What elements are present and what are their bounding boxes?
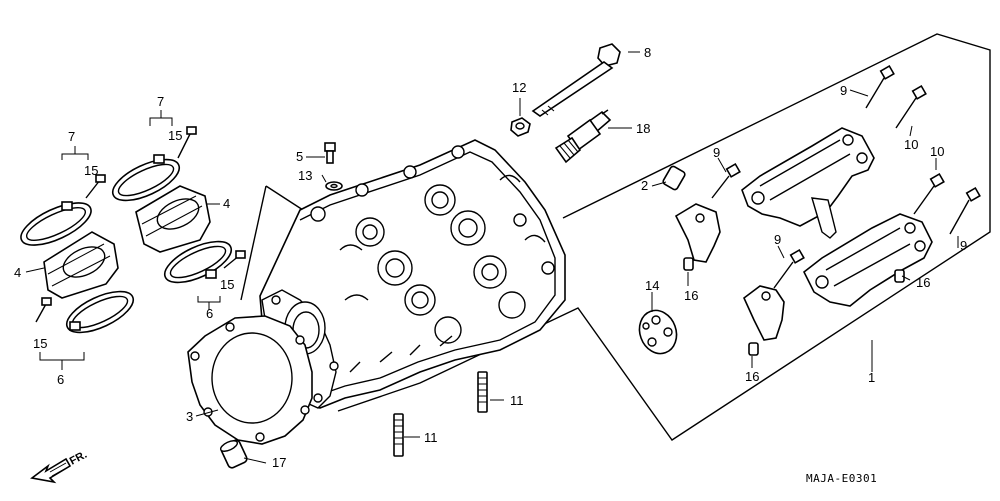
callout-bracket-7-upper — [149, 110, 173, 126]
callout-10-upper: 10 — [904, 137, 918, 152]
clamp-screw-left — [85, 174, 106, 199]
callout-17: 17 — [272, 455, 286, 470]
callout-9-right: 9 — [960, 238, 967, 253]
cylinder-head-gasket — [187, 315, 313, 445]
cam-holder-dowel — [662, 165, 686, 191]
callout-16-lower: 16 — [745, 369, 759, 384]
callout-18: 18 — [636, 121, 650, 136]
callout-bracket-7-left — [61, 146, 89, 160]
intake-band-clamp-upper — [111, 154, 181, 202]
callout-10-lower: 10 — [930, 144, 944, 159]
cylinder-head-long-bolt — [531, 43, 621, 117]
front-direction-arrow: FR. — [30, 449, 89, 484]
front-indicator-label: FR. — [68, 449, 89, 468]
callout-4-upper: 4 — [223, 196, 230, 211]
cam-holder-dowel-a — [683, 257, 694, 271]
group-outline-camshaft-assembly — [337, 33, 991, 441]
cam-sprocket-plug — [638, 309, 678, 355]
callout-6-left: 6 — [57, 372, 64, 387]
callout-15-middle: 15 — [220, 277, 234, 292]
sealing-washer — [325, 181, 343, 191]
clamp-screw-upper — [177, 126, 197, 159]
callout-12: 12 — [512, 80, 526, 95]
intake-band-clamp-middle — [163, 240, 233, 284]
callout-numbers: 1 2 3 4 4 5 6 6 7 7 8 9 9 9 9 10 10 11 1… — [14, 45, 967, 470]
callout-16-left: 16 — [684, 288, 698, 303]
cam-holder-dowel-b — [748, 342, 759, 356]
callout-7-left: 7 — [68, 129, 75, 144]
intake-band-clamp-left — [20, 201, 92, 246]
cam-holder-bolt-10b — [913, 172, 945, 215]
callout-13: 13 — [298, 168, 312, 183]
callout-2: 2 — [641, 178, 648, 193]
bolt-washer — [510, 117, 531, 137]
callout-11-lower: 11 — [424, 430, 438, 445]
cam-holder-bolt-9b — [711, 162, 741, 199]
cam-holder-bolt-9c — [949, 186, 981, 235]
clamp-screw-middle — [223, 250, 246, 269]
cam-holder-small-lower — [743, 285, 785, 341]
callout-15-left: 15 — [84, 163, 98, 178]
clamp-screw-lower — [35, 297, 52, 323]
cam-holder-bolt-9a — [865, 64, 895, 109]
cam-holder-dowel-c — [894, 269, 905, 283]
callout-9-lower: 9 — [774, 232, 781, 247]
callout-16-right: 16 — [916, 275, 930, 290]
flange-bolt-head — [324, 142, 336, 164]
intake-insulator-upper — [135, 185, 211, 253]
callout-11-upper: 11 — [510, 393, 524, 408]
diagram-code: MAJA-E0301 — [806, 472, 877, 485]
cam-holder-lower — [802, 213, 933, 307]
leader-lines — [25, 51, 959, 464]
callout-9-middle: 9 — [713, 145, 720, 160]
callout-5: 5 — [296, 149, 303, 164]
intake-band-clamp-lower — [65, 290, 135, 334]
dowel-pin — [219, 439, 248, 469]
spark-plug — [554, 109, 612, 164]
callout-7-upper: 7 — [157, 94, 164, 109]
callout-bracket-6-upper — [197, 296, 221, 310]
callout-9-top: 9 — [840, 83, 847, 98]
callout-15-lower: 15 — [33, 336, 47, 351]
cam-holder-small-upper — [674, 203, 721, 263]
callout-8: 8 — [644, 45, 651, 60]
stud-bolt-upper — [477, 371, 488, 413]
callout-6-upper: 6 — [206, 306, 213, 321]
callout-bracket-6-left — [39, 352, 85, 370]
callout-15-upper: 15 — [168, 128, 182, 143]
callout-4-left: 4 — [14, 265, 21, 280]
cylinder-head — [259, 139, 566, 409]
group-outline-cylinder-head — [240, 185, 304, 301]
stud-bolt-lower — [393, 413, 404, 457]
cam-holder-upper — [741, 127, 875, 239]
callout-14: 14 — [645, 278, 659, 293]
cam-holder-bolt-9d — [773, 248, 805, 289]
intake-insulator-left — [43, 231, 119, 299]
callout-1: 1 — [868, 370, 875, 385]
callout-3: 3 — [186, 409, 193, 424]
cam-holder-bolt-10a — [895, 84, 927, 129]
